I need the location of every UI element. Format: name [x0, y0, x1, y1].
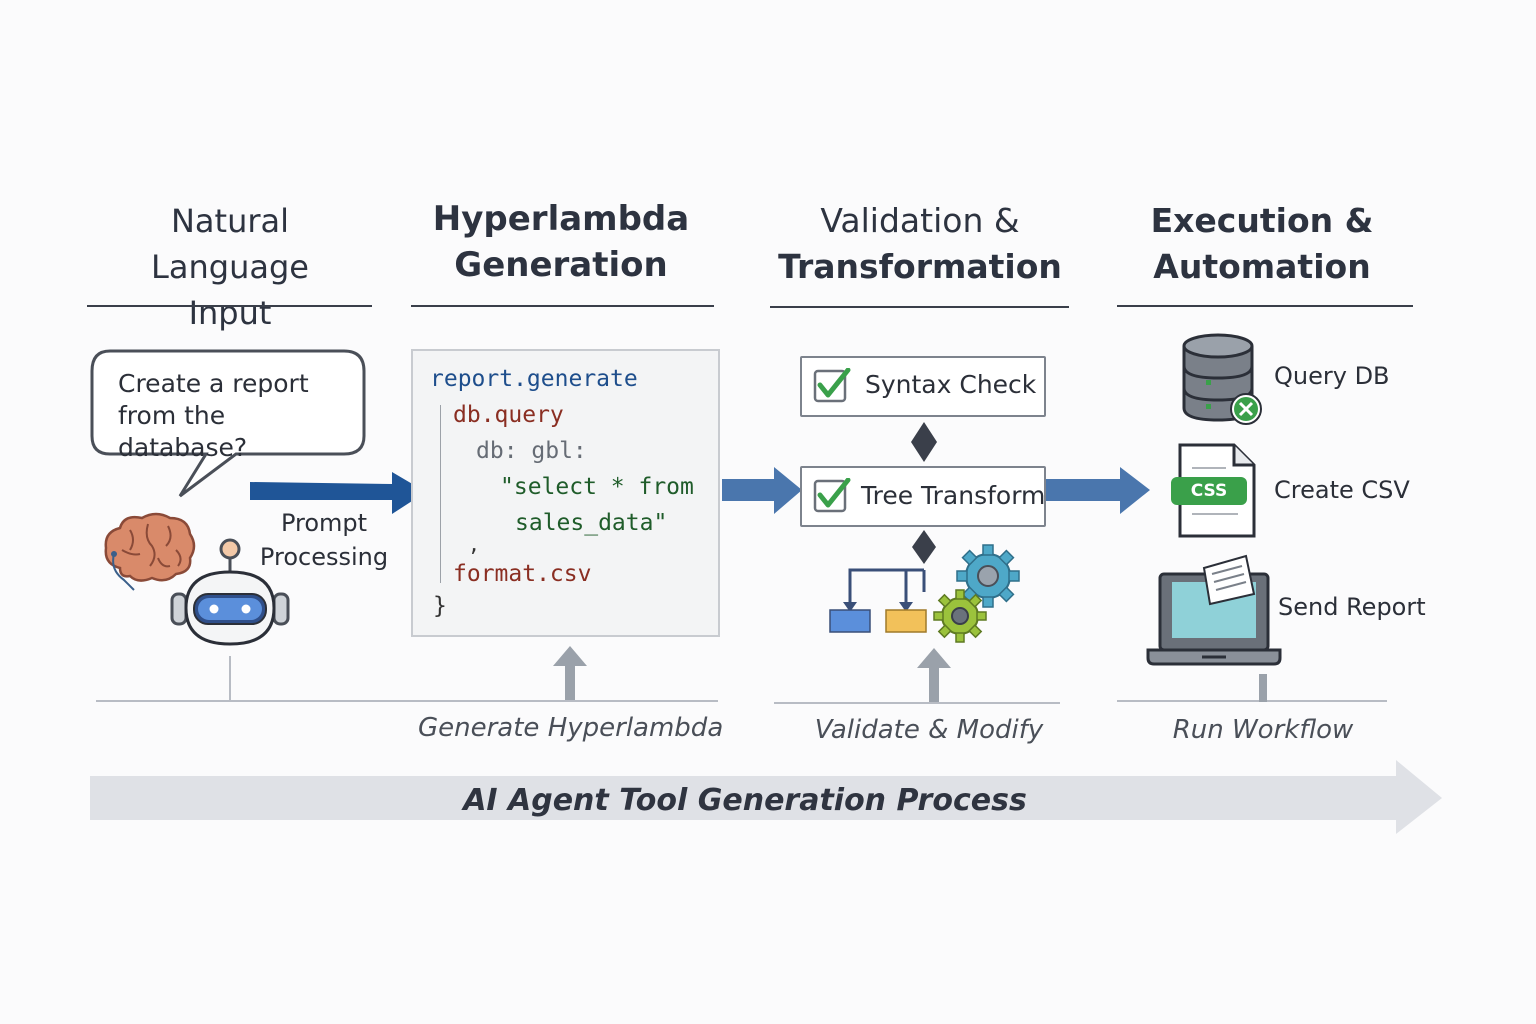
column-rule-input [87, 305, 372, 307]
code-line-2: db.query [453, 402, 564, 428]
up-arrow-icon [553, 646, 587, 700]
create-csv-label: Create CSV [1274, 476, 1410, 504]
query-db-label: Query DB [1274, 362, 1390, 390]
database-icon [1182, 333, 1262, 425]
validation-to-execution-arrow [1046, 467, 1150, 514]
column-title-generation-line1: Hyperlambda [432, 199, 690, 239]
syntax-check-label: Syntax Check [865, 370, 1037, 399]
code-line-1: report.generate [430, 366, 638, 392]
bubble-text: Create a report from the database? [118, 368, 358, 464]
baseline-input [96, 700, 718, 702]
checkmark-icon [813, 368, 851, 403]
validate-modify-label: Validate & Modify [814, 715, 1044, 745]
baseline-validation [774, 702, 1060, 704]
code-line-6: , [468, 532, 481, 556]
generation-to-validation-arrow [722, 467, 802, 514]
column-title-validation-line2: Transformation [778, 247, 1062, 286]
syntax-check-box [800, 356, 1046, 417]
column-rule-execution [1117, 305, 1413, 307]
execution-stem [1259, 674, 1267, 702]
column-rule-validation [770, 306, 1069, 308]
csv-badge: CSS [1190, 481, 1228, 501]
csv-file-icon [1171, 443, 1256, 538]
prompt-label-line2: Processing [259, 543, 389, 571]
connector-diamond [912, 530, 936, 564]
connector-diamond [911, 422, 937, 462]
bubble-line-2: from the database? [118, 401, 248, 462]
code-line-5: sales_data" [515, 510, 668, 536]
column-title-input: Natural Language Input [90, 198, 370, 336]
prompt-arrow [250, 472, 426, 514]
bubble-line-1: Create a report [118, 369, 309, 398]
code-line-7: format.csv [453, 561, 592, 587]
code-line-3: db: gbl: [476, 438, 587, 464]
column-title-validation: Validation & Transformation [770, 198, 1070, 290]
tree-diagram-icon [829, 568, 927, 633]
process-banner-arrow [90, 760, 1442, 834]
tree-transform-box [800, 466, 1046, 527]
send-report-label: Send Report [1278, 593, 1426, 621]
gears-icon [933, 544, 1020, 643]
tree-transform-label: Tree Transform [861, 481, 1046, 510]
code-line-8: } [433, 593, 447, 619]
prompt-processing-label: Prompt Processing [258, 506, 390, 574]
checkmark-icon [813, 478, 851, 513]
column-title-execution-line1: Execution & [1150, 201, 1374, 240]
column-title-validation-line1: Validation & [820, 201, 1020, 240]
robot-icon [170, 538, 290, 646]
run-workflow-label: Run Workflow [1172, 715, 1354, 745]
baseline-execution [1117, 700, 1387, 702]
robot-stem-line [229, 656, 231, 702]
code-line-4: "select * from [500, 474, 694, 500]
code-indent-guide [440, 405, 441, 583]
column-title-input-line2: Input [188, 294, 272, 332]
up-arrow-icon [917, 648, 951, 702]
column-title-input-line1: Natural Language [151, 202, 309, 286]
process-title: AI Agent Tool Generation Process [463, 783, 1027, 818]
laptop-icon [1146, 554, 1282, 666]
column-title-execution-line2: Automation [1153, 247, 1371, 286]
column-title-execution: Execution & Automation [1117, 198, 1407, 290]
column-title-generation: Hyperlambda Generation [411, 196, 711, 288]
speech-bubble [90, 349, 366, 498]
hyperlambda-code-box [411, 349, 720, 637]
column-title-generation-line2: Generation [454, 245, 668, 285]
column-rule-generation [411, 305, 714, 307]
brain-icon [104, 512, 196, 591]
generate-hyperlambda-label: Generate Hyperlambda [418, 713, 724, 743]
prompt-label-line1: Prompt [280, 509, 368, 537]
